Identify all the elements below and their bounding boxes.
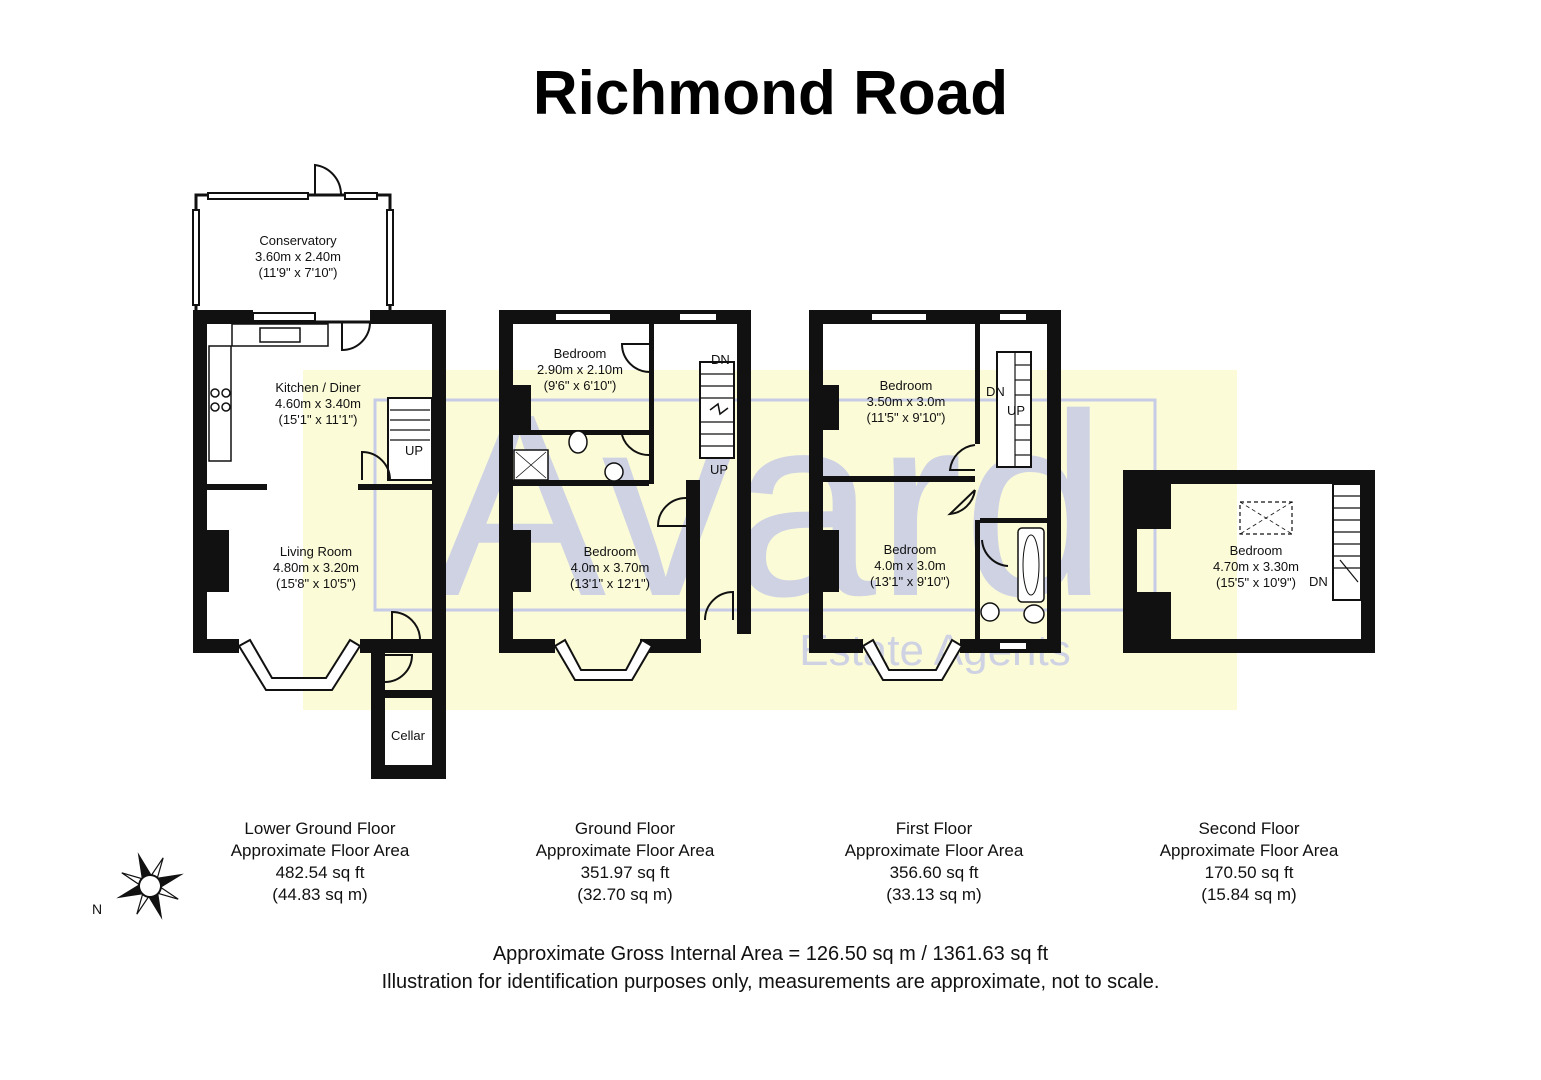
lg-bay-window xyxy=(237,638,362,691)
plan-footer: Approximate Gross Internal Area = 126.50… xyxy=(0,940,1541,996)
gf-stair-up-label: UP xyxy=(710,462,728,477)
svg-text:4.60m x 3.40m: 4.60m x 3.40m xyxy=(275,396,361,411)
floor-summary-second: Second Floor Approximate Floor Area 170.… xyxy=(1099,818,1399,906)
svg-text:(15'5" x 10'9"): (15'5" x 10'9") xyxy=(1216,575,1296,590)
kitchen-side-counter xyxy=(208,345,232,462)
svg-text:Bedroom: Bedroom xyxy=(584,544,637,559)
watermark-brand: Avard xyxy=(433,361,1108,651)
floor-area-sqm: (33.13 sq m) xyxy=(886,885,982,904)
watermark-background xyxy=(303,370,1237,710)
watermark: Avard Estate Agents xyxy=(303,361,1237,710)
ff-bay-window xyxy=(861,638,964,681)
conservatory-window-top-right xyxy=(344,192,378,200)
svg-text:(15'1" x 11'1"): (15'1" x 11'1") xyxy=(279,412,358,427)
gross-internal-area: Approximate Gross Internal Area = 126.50… xyxy=(492,943,1049,965)
conservatory-window-top xyxy=(207,192,309,200)
sf-stair-down-label: DN xyxy=(1309,574,1328,589)
gf-bedroom-small-label: Bedroom 2.90m x 2.10m (9'6" x 6'10") xyxy=(537,346,623,393)
conservatory-window-right xyxy=(386,209,394,306)
ff-stair-down-label: DN xyxy=(986,384,1005,399)
svg-text:3.50m x 3.0m: 3.50m x 3.0m xyxy=(867,394,946,409)
second-floor: DN Bedroom 4.70m x 3.30m (15'5" x 10'9") xyxy=(1123,470,1375,653)
compass-north-label: N xyxy=(92,901,102,917)
svg-text:(11'9" x 7'10"): (11'9" x 7'10") xyxy=(259,265,338,280)
floor-area-sqft: 482.54 sq ft xyxy=(275,863,365,882)
gf-basin xyxy=(604,462,624,482)
svg-text:Bedroom: Bedroom xyxy=(554,346,607,361)
svg-text:3.60m x 2.40m: 3.60m x 2.40m xyxy=(255,249,341,264)
svg-text:4.0m x 3.0m: 4.0m x 3.0m xyxy=(874,558,946,573)
gf-stair-down-label: DN xyxy=(711,352,730,367)
svg-text:4.80m x 3.20m: 4.80m x 3.20m xyxy=(273,560,359,575)
kitchen-label: Kitchen / Diner 4.60m x 3.40m (15'1" x 1… xyxy=(275,380,361,427)
svg-text:2.90m x 2.10m: 2.90m x 2.10m xyxy=(537,362,623,377)
gf-bay-window xyxy=(553,638,654,681)
compass-rose-icon: N xyxy=(92,852,184,920)
floor-name: Lower Ground Floor xyxy=(244,819,396,838)
floor-area-sqft: 170.50 sq ft xyxy=(1204,863,1294,882)
disclaimer: Illustration for identification purposes… xyxy=(381,971,1160,993)
floor-name: First Floor xyxy=(895,819,973,838)
hob xyxy=(210,388,231,412)
cellar-label: Cellar xyxy=(391,728,426,743)
gf-bedroom-large-label: Bedroom 4.0m x 3.70m (13'1" x 12'1") xyxy=(570,544,650,591)
floor-summary-first: First Floor Approximate Floor Area 356.6… xyxy=(784,818,1084,906)
floor-area-label: Approximate Floor Area xyxy=(1159,841,1339,860)
svg-text:Living Room: Living Room xyxy=(280,544,352,559)
kitchen-window xyxy=(252,312,316,322)
lg-stair-up-label: UP xyxy=(405,443,423,458)
svg-text:(13'1" x 9'10"): (13'1" x 9'10") xyxy=(870,574,950,589)
ff-window-1 xyxy=(870,312,928,322)
gf-window-2 xyxy=(678,312,718,322)
svg-text:Bedroom: Bedroom xyxy=(1230,543,1283,558)
lower-ground-floor: UP Conservatory 3.60m x 2.40m (11'9" x 7… xyxy=(192,163,446,779)
floor-area-sqft: 351.97 sq ft xyxy=(580,863,670,882)
floor-area-label: Approximate Floor Area xyxy=(230,841,410,860)
floor-name: Second Floor xyxy=(1198,819,1300,838)
ff-stair-up-label: UP xyxy=(1007,403,1025,418)
svg-text:(13'1" x 12'1"): (13'1" x 12'1") xyxy=(570,576,650,591)
svg-text:4.70m x 3.30m: 4.70m x 3.30m xyxy=(1213,559,1299,574)
floor-summary-lower-ground: Lower Ground Floor Approximate Floor Are… xyxy=(170,818,470,906)
floor-plan-drawing: Avard Estate Agents xyxy=(192,163,1375,779)
ff-window-3 xyxy=(998,641,1028,651)
living-room-label: Living Room 4.80m x 3.20m (15'8" x 10'5"… xyxy=(273,544,359,591)
svg-text:(15'8" x 10'5"): (15'8" x 10'5") xyxy=(276,576,356,591)
gf-window-1 xyxy=(554,312,612,322)
ff-toilet xyxy=(1023,604,1045,624)
svg-text:Kitchen / Diner: Kitchen / Diner xyxy=(275,380,361,395)
conservatory-window-left xyxy=(192,209,200,306)
svg-text:Conservatory: Conservatory xyxy=(259,233,337,248)
plan-title: Richmond Road xyxy=(532,59,1009,128)
svg-text:4.0m x 3.70m: 4.0m x 3.70m xyxy=(571,560,650,575)
conservatory-label: Conservatory 3.60m x 2.40m (11'9" x 7'10… xyxy=(255,233,341,280)
gf-toilet xyxy=(568,430,588,454)
floor-area-sqft: 356.60 sq ft xyxy=(889,863,979,882)
svg-text:(9'6" x 6'10"): (9'6" x 6'10") xyxy=(544,378,617,393)
kitchen-sink xyxy=(259,327,301,343)
svg-text:Bedroom: Bedroom xyxy=(884,542,937,557)
sf-bedroom-label: Bedroom 4.70m x 3.30m (15'5" x 10'9") xyxy=(1213,543,1299,590)
svg-text:(11'5" x 9'10"): (11'5" x 9'10") xyxy=(867,410,946,425)
floor-area-sqm: (32.70 sq m) xyxy=(577,885,673,904)
ff-bath xyxy=(1017,527,1045,603)
floor-area-label: Approximate Floor Area xyxy=(535,841,715,860)
ground-floor: DN UP Bedroom 2.90m x 2.10m (9'6" x 6'10… xyxy=(499,310,751,681)
floor-area-sqm: (44.83 sq m) xyxy=(272,885,368,904)
ff-bedroom-rear-label: Bedroom 3.50m x 3.0m (11'5" x 9'10") xyxy=(867,378,946,425)
svg-text:Bedroom: Bedroom xyxy=(880,378,933,393)
floor-summary-ground: Ground Floor Approximate Floor Area 351.… xyxy=(475,818,775,906)
floor-name: Ground Floor xyxy=(574,819,676,838)
floor-area-label: Approximate Floor Area xyxy=(844,841,1024,860)
floor-area-sqm: (15.84 sq m) xyxy=(1201,885,1297,904)
first-floor: DN UP Bedroom 3.50m x 3.0m (11'5" x 9'10… xyxy=(809,310,1061,681)
ff-basin xyxy=(980,602,1000,622)
ff-window-2 xyxy=(998,312,1028,322)
conservatory-door-swing xyxy=(314,163,343,196)
ff-bedroom-front-label: Bedroom 4.0m x 3.0m (13'1" x 9'10") xyxy=(870,542,950,589)
